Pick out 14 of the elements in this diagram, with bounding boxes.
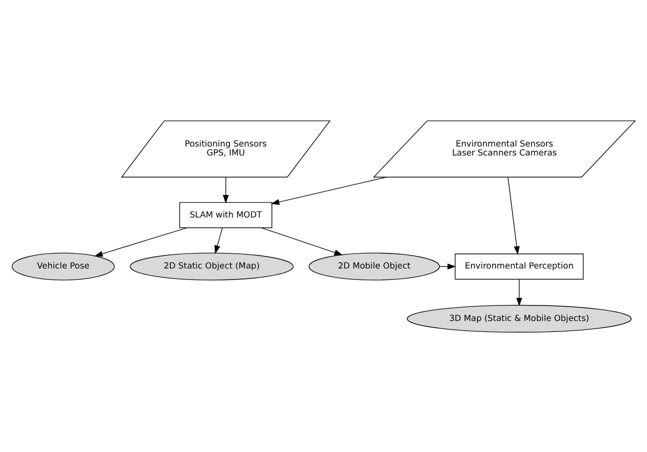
- node-ellipse: 3D Map (Static & Mobile Objects): [406, 304, 632, 332]
- arrow: [94, 226, 188, 256]
- node-box: Environmental Perception: [454, 253, 584, 280]
- arrow: [214, 227, 223, 254]
- node-ellipse: Vehicle Pose: [12, 252, 115, 280]
- node-ellipse: 2D Mobile Object: [308, 252, 440, 280]
- node-box: SLAM with MODT: [179, 202, 272, 228]
- node-ellipse: 2D Static Object (Map): [130, 252, 294, 280]
- arrow: [508, 176, 520, 254]
- arrow: [222, 176, 229, 203]
- arrow: [260, 226, 343, 255]
- arrow: [439, 263, 456, 269]
- arrow: [516, 278, 522, 306]
- arrow: [270, 176, 387, 204]
